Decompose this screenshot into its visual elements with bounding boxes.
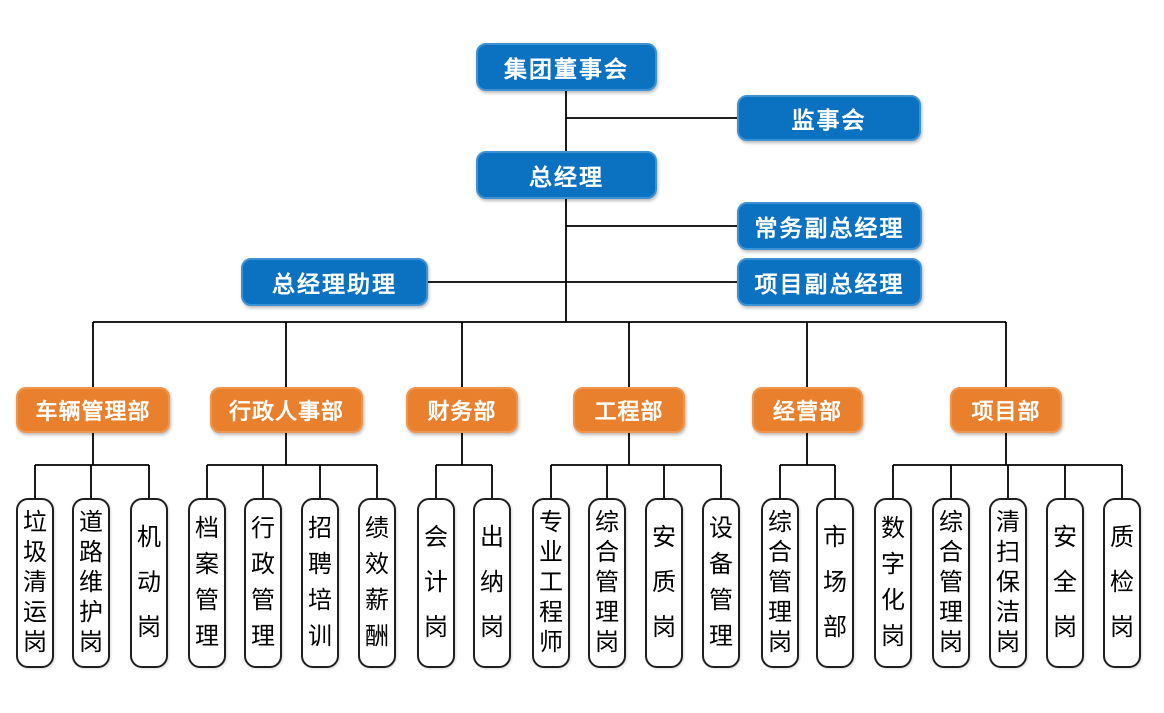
node-position-market: 市场部 — [816, 498, 854, 668]
node-exec-deputy-gm: 常务副总经理 — [737, 202, 922, 250]
node-gm-assistant: 总经理助理 — [241, 258, 428, 306]
node-board: 集团董事会 — [476, 43, 657, 91]
node-position-garbage-removal: 垃圾清运岗 — [16, 498, 54, 668]
node-dept-finance: 财务部 — [406, 387, 518, 433]
node-position-performance-payroll: 绩效薪酬 — [358, 498, 396, 668]
node-position-quality-inspection: 质检岗 — [1103, 498, 1141, 668]
node-dept-engineering: 工程部 — [573, 387, 685, 433]
node-position-accountant: 会计岗 — [417, 498, 455, 668]
node-position-admin-management: 行政管理 — [244, 498, 282, 668]
node-position-archives: 档案管理 — [188, 498, 226, 668]
node-dept-admin-hr: 行政人事部 — [210, 387, 363, 433]
node-dept-projects: 项目部 — [950, 387, 1062, 433]
node-position-professional-engineer: 专业工程师 — [532, 498, 570, 668]
node-position-mobile: 机动岗 — [130, 498, 168, 668]
node-position-general-management-eng: 综合管理岗 — [588, 498, 626, 668]
node-general-manager: 总经理 — [476, 151, 657, 199]
node-position-safety-quality: 安质岗 — [645, 498, 683, 668]
node-supervisory-board: 监事会 — [737, 95, 921, 141]
node-position-safety: 安全岗 — [1046, 498, 1084, 668]
node-dept-operations: 经营部 — [752, 387, 863, 433]
node-position-digitalization: 数字化岗 — [874, 498, 912, 668]
node-position-recruit-training: 招聘培训 — [301, 498, 339, 668]
node-position-cashier: 出纳岗 — [473, 498, 511, 668]
node-project-deputy-gm: 项目副总经理 — [737, 258, 922, 306]
node-position-sweeping-cleaning: 清扫保洁岗 — [989, 498, 1027, 668]
node-position-equipment-management: 设备管理 — [702, 498, 740, 668]
node-dept-vehicle-management: 车辆管理部 — [16, 387, 170, 433]
node-position-general-management-ops: 综合管理岗 — [761, 498, 799, 668]
node-position-general-management-proj: 综合管理岗 — [932, 498, 970, 668]
node-position-road-maintenance: 道路维护岗 — [72, 498, 110, 668]
